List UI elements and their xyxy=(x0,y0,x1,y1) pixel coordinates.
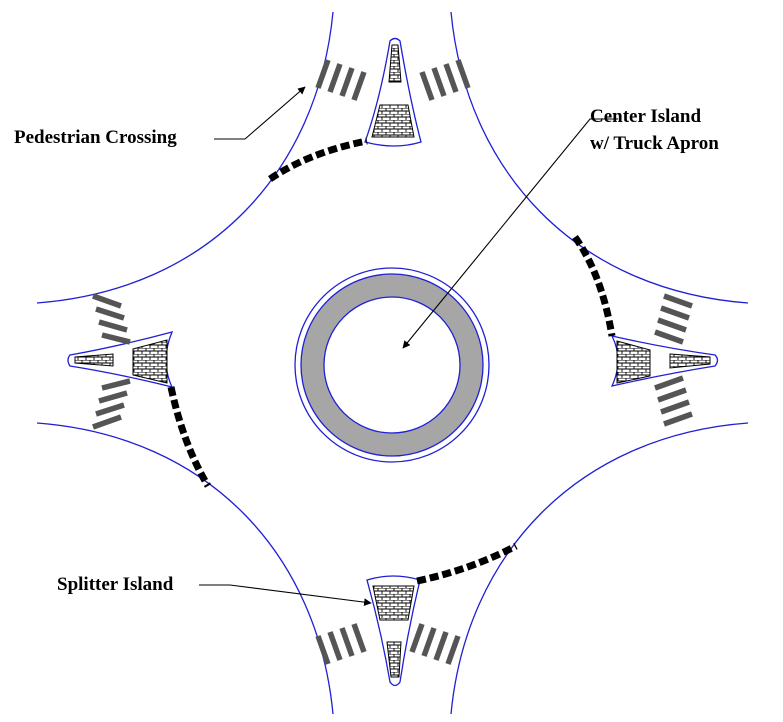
crosswalk-bar xyxy=(660,399,690,415)
crosswalk-bar xyxy=(409,623,425,653)
crosswalk-bar xyxy=(315,59,331,89)
crosswalk-bar xyxy=(95,402,125,417)
curb-arc-bottom-right xyxy=(450,422,749,715)
splitter-island-south xyxy=(366,575,421,687)
crosswalk-bar xyxy=(339,67,355,97)
crosswalk-bar xyxy=(433,631,449,661)
crosswalk-bar xyxy=(327,631,343,661)
yield-lines xyxy=(167,137,616,585)
crosswalk-bar xyxy=(445,635,461,665)
crosswalk-north xyxy=(315,59,471,101)
crosswalk-bar xyxy=(657,387,687,403)
brick-paving-south-b xyxy=(386,641,402,678)
crosswalk-south xyxy=(315,623,461,665)
crosswalk-bar xyxy=(455,59,471,89)
curb-arc-top-left xyxy=(36,11,334,304)
brick-paving-south-a xyxy=(372,585,415,621)
curb-arc-top-right xyxy=(450,11,749,304)
callout-leaders xyxy=(199,86,618,606)
crosswalk-bar xyxy=(92,293,122,309)
center-island-label: Center Island xyxy=(590,106,702,127)
yield-line-south xyxy=(416,542,518,585)
center-island-inner xyxy=(323,296,461,434)
brick-paving-north-a xyxy=(388,44,402,83)
brick-paving-east-b xyxy=(669,353,711,369)
crosswalk-bar xyxy=(101,332,131,345)
crosswalk-bar xyxy=(101,378,131,391)
crosswalk-bar xyxy=(654,375,684,391)
crosswalk-west xyxy=(92,293,131,430)
crosswalk-bar xyxy=(663,411,693,427)
crosswalk-east xyxy=(654,293,693,427)
truck-apron-label: w/ Truck Apron xyxy=(590,133,719,154)
crosswalk-bar xyxy=(663,293,693,309)
brick-paving-north-b xyxy=(371,104,415,138)
crosswalk-bar xyxy=(660,305,690,321)
brick-paving-west-a xyxy=(74,353,114,367)
brick-paving-east-a xyxy=(616,340,651,384)
center-island xyxy=(294,267,490,463)
crosswalk-bar xyxy=(654,329,684,345)
crosswalk-bar xyxy=(327,63,343,93)
crosswalk-bar xyxy=(419,71,435,101)
curb-arc-bottom-left xyxy=(36,422,334,715)
brick-paving-west-b xyxy=(132,339,168,384)
crosswalk-bar xyxy=(351,71,367,101)
crosswalk-bar xyxy=(431,67,447,97)
crosswalk-bar xyxy=(657,317,687,333)
leader-splitter-island xyxy=(199,584,372,606)
leader-pedestrian-crossing xyxy=(214,86,306,140)
crosswalk-bar xyxy=(95,306,125,321)
yield-line-east xyxy=(572,234,616,337)
splitter-island-west xyxy=(67,331,174,388)
crosswalk-bar xyxy=(315,635,331,665)
crosswalk-bar xyxy=(339,627,355,657)
yield-line-north xyxy=(268,137,368,182)
splitter-island-east xyxy=(610,335,719,387)
crosswalk-bar xyxy=(443,63,459,93)
crosswalk-bar xyxy=(98,390,128,404)
yield-line-west xyxy=(167,386,212,488)
leader-center-island xyxy=(402,118,618,349)
crosswalk-bar xyxy=(98,319,128,333)
crosswalk-bar xyxy=(421,627,437,657)
crosswalk-bar xyxy=(351,623,367,653)
crosswalk-bar xyxy=(92,414,122,430)
splitter-island-north xyxy=(364,37,422,147)
pedestrian-crossing-label: Pedestrian Crossing xyxy=(14,127,177,148)
splitter-island-label: Splitter Island xyxy=(57,574,174,595)
